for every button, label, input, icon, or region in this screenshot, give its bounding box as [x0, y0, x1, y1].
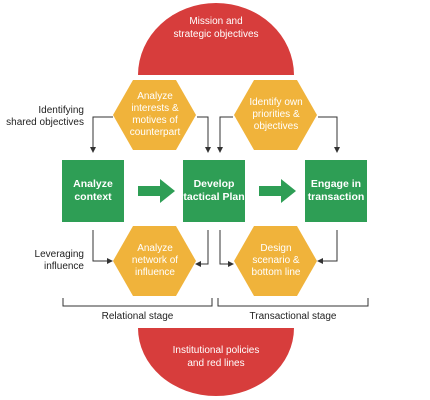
hexagon-bottom-left-label: Analyze network of influence: [131, 243, 179, 278]
hexagon-top-right-label: Identify own priorities & objectives: [249, 97, 303, 132]
hexagon-top-left-label: Analyze interests & motives of counterpa…: [129, 91, 181, 138]
mission-semicircle: [138, 3, 294, 75]
policies-label: Institutional policies and red lines: [172, 345, 260, 369]
relational-stage-label: Relational stage: [101, 310, 174, 322]
hexagon-top-left: [113, 80, 196, 150]
hexagon-bottom-right: [234, 226, 317, 296]
hexagon-bottom-left: [113, 226, 196, 296]
transactional-stage-label: Transactional stage: [249, 310, 337, 322]
side-label-leveraging-influence: Leveraging influence: [34, 249, 84, 272]
arrow-context-to-plan: [138, 179, 175, 203]
box-engage-transaction: [305, 160, 367, 222]
side-label-shared-objectives: Identifying shared objectives: [6, 105, 84, 128]
box-analyze-context-label: Analyze context: [73, 178, 113, 203]
hexagon-top-right: [234, 80, 317, 150]
policies-semicircle: [138, 328, 294, 396]
box-develop-plan-label: Develop tactical Plan: [183, 178, 245, 203]
mission-label: Mission and strategic objectives: [173, 16, 259, 40]
stage-brackets: [62, 298, 369, 307]
box-analyze-context: [62, 160, 124, 222]
connectors-right: [217, 116, 340, 267]
box-develop-plan: [183, 160, 245, 222]
arrow-plan-to-transaction: [259, 179, 296, 203]
connectors-left: [90, 116, 211, 267]
box-engage-transaction-label: Engage in transaction: [307, 178, 365, 203]
hexagon-bottom-right-label: Design scenario & bottom line: [251, 243, 301, 278]
